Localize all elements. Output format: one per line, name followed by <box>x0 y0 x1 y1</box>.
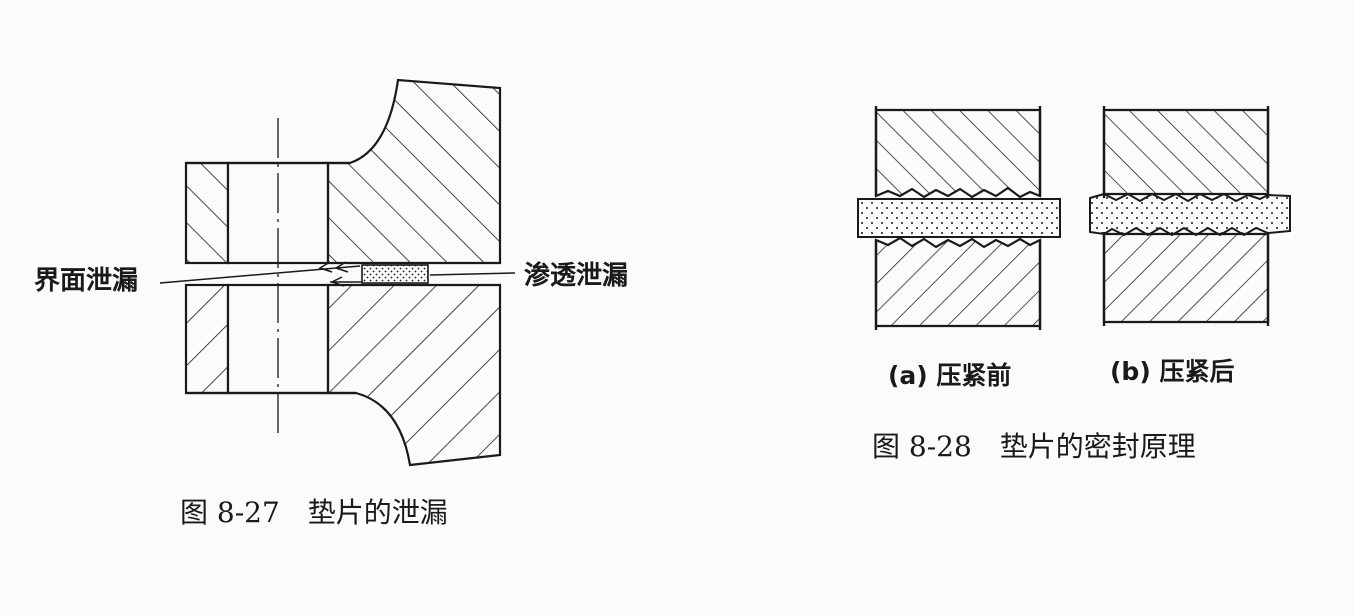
leak-arrows <box>159 261 516 287</box>
caption-8-27: 图 8-27 垫片的泄漏 <box>180 496 448 529</box>
subcaption-b: (b) 压紧后 <box>1110 357 1234 386</box>
panel-a-before <box>857 106 1061 330</box>
panel-b-after <box>1089 106 1291 326</box>
subcaption-a: (a) 压紧前 <box>888 361 1011 390</box>
lower-flange <box>184 283 502 467</box>
figure-8-27: 界面泄漏 渗透泄漏 图 8-27 垫片的泄漏 <box>34 78 628 529</box>
upper-flange <box>184 78 502 265</box>
gasket <box>361 264 429 284</box>
figure-8-28: (a) 压紧前 (b) 压紧后 图 8-28 垫片的密封原理 <box>857 106 1291 463</box>
label-permeation-leak: 渗透泄漏 <box>524 260 628 291</box>
caption-8-28: 图 8-28 垫片的密封原理 <box>872 430 1196 463</box>
label-interface-leak: 界面泄漏 <box>34 266 138 296</box>
